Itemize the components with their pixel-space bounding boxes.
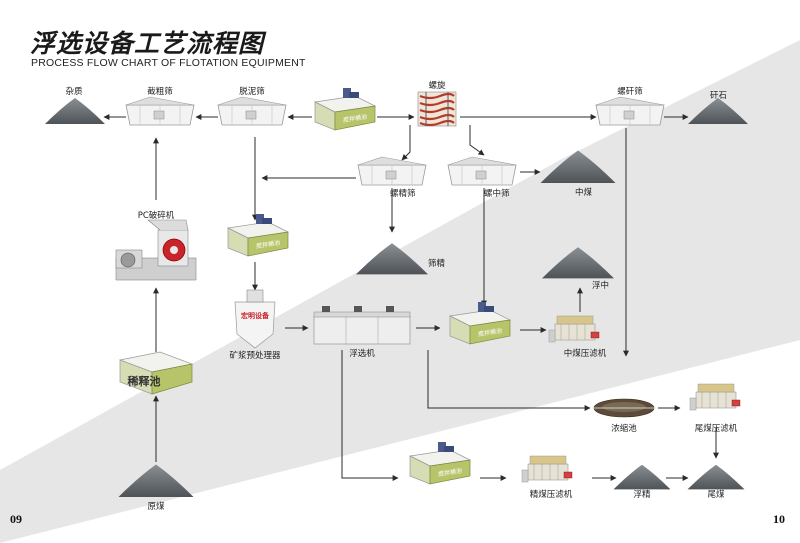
label-weimei: 尾煤 <box>707 489 725 500</box>
tank-1-text: 搅拌桶池 <box>343 113 367 125</box>
screen-luogan <box>595 96 665 126</box>
tank-4: 搅拌桶池 <box>409 441 471 485</box>
tank-2-text: 搅拌桶池 <box>256 239 280 251</box>
label-fujing: 浮精 <box>633 489 651 500</box>
pc-crusher <box>115 219 197 281</box>
label-jingmei-ylj: 精煤压滤机 <box>530 489 573 500</box>
background-band <box>0 40 800 543</box>
screen-luozhong <box>447 156 517 186</box>
label-luojing-shai: 螺精筛 <box>390 188 416 199</box>
label-yuanmei: 原煤 <box>147 501 165 512</box>
flotation-machine <box>313 306 411 345</box>
pretreatment-brand: 宏明设备 <box>241 311 270 320</box>
label-luogan-shai: 螺矸筛 <box>617 86 643 97</box>
label-kuangjiang: 矿浆预处理器 <box>229 350 281 361</box>
label-pc-suishui: PC破碎机 <box>138 210 175 221</box>
pile-zazhi <box>45 98 105 124</box>
page-title: 浮选设备工艺流程图 <box>30 29 265 58</box>
pile-weimei <box>687 464 745 490</box>
tank-1: 搅拌桶池 <box>314 87 376 131</box>
arrow-fuxuan-to-tank4 <box>341 350 399 481</box>
dilution-tank: 稀释池 <box>118 351 194 395</box>
label-ganshi: 矸石 <box>710 91 727 101</box>
label-jiegan-shai: 截粗筛 <box>147 86 173 97</box>
label-nongsuochi: 浓缩池 <box>611 423 637 434</box>
label-weimei-ylj: 尾煤压滤机 <box>695 423 738 434</box>
label-luozhong-shai: 螺中筛 <box>484 188 510 199</box>
screen-luojing <box>357 156 427 186</box>
label-fuxuanji: 浮选机 <box>349 348 375 359</box>
label-shaijing: 筛精 <box>428 258 446 269</box>
label-zhongmei: 中煤 <box>575 187 593 198</box>
dilution-tank-text: 稀释池 <box>128 374 161 388</box>
label-zhongmei-ylj: 中煤压滤机 <box>564 348 607 359</box>
tank-3: 搅拌桶池 <box>449 301 511 345</box>
tank-3-text: 搅拌桶池 <box>478 327 502 339</box>
flow-arrows <box>103 114 719 481</box>
pretreatment-tank: 宏明设备 <box>234 289 276 349</box>
label-zazhi: 杂质 <box>65 86 83 97</box>
press-weimei <box>689 383 741 411</box>
arrow-fuxuan-to-nongsuo <box>427 350 591 411</box>
screen-jiegan <box>125 96 195 126</box>
arrow-luoxuan-to-luojing <box>401 125 411 161</box>
thickener <box>593 398 655 418</box>
page-number-right: 10 <box>773 512 785 526</box>
page-number-left: 09 <box>10 512 22 526</box>
label-fuzhong: 浮中 <box>592 280 609 291</box>
pile-fujing <box>613 464 671 490</box>
screen-tuoni <box>217 96 287 126</box>
label-luoxuan: 螺旋 <box>428 80 446 91</box>
press-jingmei <box>521 455 573 483</box>
spiral-separator <box>417 91 457 127</box>
tank-2: 搅拌桶池 <box>227 213 289 257</box>
label-tuoni-shai: 脱泥筛 <box>239 86 265 97</box>
tank-4-text: 搅拌桶池 <box>438 467 462 479</box>
arrow-luoxuan-to-luozhong <box>469 125 485 156</box>
diagram-labels: 杂质 截粗筛 脱泥筛 螺旋 螺矸筛 矸石 螺精筛 螺中筛 中煤 PC破碎机 筛精… <box>65 80 737 512</box>
page-subtitle: PROCESS FLOW CHART OF FLOTATION EQUIPMEN… <box>31 57 306 69</box>
